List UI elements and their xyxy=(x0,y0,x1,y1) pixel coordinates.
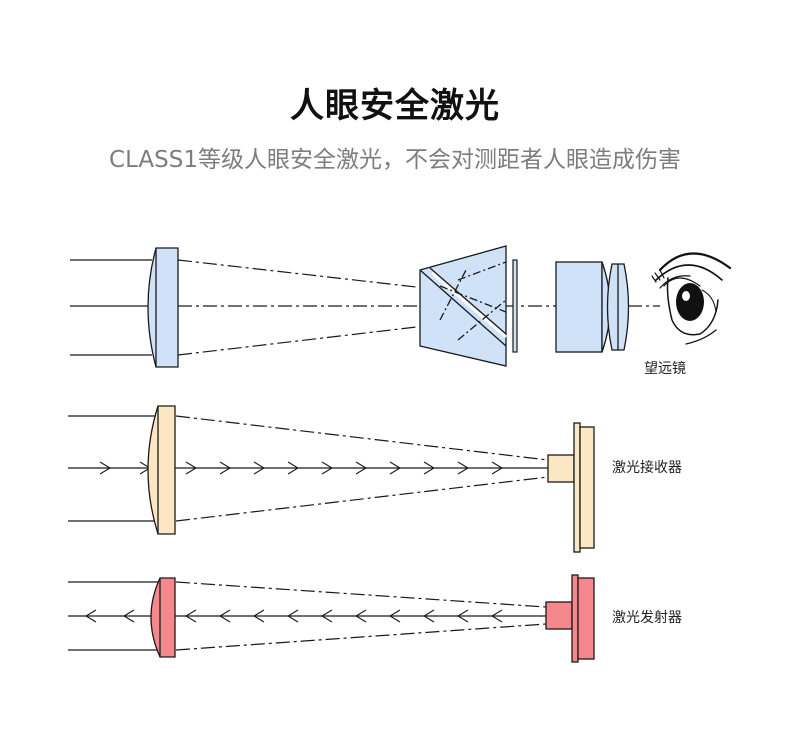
emitter-laser xyxy=(545,574,595,663)
telescope-plate xyxy=(512,259,518,353)
page-title: 人眼安全激光 xyxy=(290,86,500,126)
page-subtitle: CLASS1等级人眼安全激光，不会对测距者人眼造成伤害 xyxy=(109,147,681,173)
emitter-arrows xyxy=(84,609,503,623)
telescope-eyepiece xyxy=(555,261,630,353)
telescope-objective-lens xyxy=(147,247,179,368)
receiver-sensor xyxy=(547,422,595,553)
receiver-arrows xyxy=(99,461,504,475)
receiver-rays xyxy=(68,415,549,522)
receiver-label: 激光接收器 xyxy=(612,459,682,476)
emitter-label: 激光发射器 xyxy=(612,609,682,626)
receiver-lens xyxy=(147,405,176,535)
eye-icon xyxy=(651,252,732,345)
emitter-lens xyxy=(150,577,176,658)
telescope-label: 望远镜 xyxy=(644,361,686,377)
telescope-prism xyxy=(419,245,507,367)
emitter-rays xyxy=(68,581,547,651)
